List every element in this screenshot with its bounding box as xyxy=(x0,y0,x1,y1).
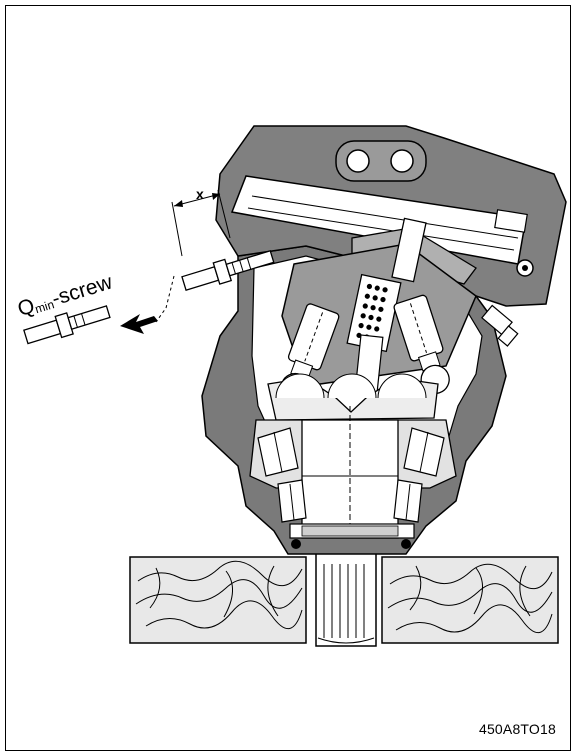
figure-code: 450A8TO18 xyxy=(478,721,556,737)
qmin-screw-installed xyxy=(181,250,275,291)
side-plug-right xyxy=(481,304,519,347)
dimension-x xyxy=(171,189,231,257)
wood-support-left xyxy=(129,556,307,644)
roller-bearing-lower-right xyxy=(393,479,423,523)
removal-path-line xyxy=(155,275,175,323)
dimension-x-label: x xyxy=(196,186,204,202)
motor-cross-section-diagram xyxy=(23,125,567,647)
output-shaft xyxy=(315,545,377,647)
removal-arrow xyxy=(120,314,158,334)
mounting-eye xyxy=(335,140,427,182)
center-pin xyxy=(346,217,427,394)
roller-bearing-upper-right xyxy=(403,427,445,477)
wood-support-right xyxy=(381,556,559,644)
piston-right xyxy=(393,294,450,395)
displacement-piston xyxy=(494,209,534,277)
roller-bearing-lower-left xyxy=(277,479,307,523)
roller-bearing-upper-left xyxy=(257,427,299,477)
figure-frame: Qmin-screw x 450A8TO18 xyxy=(5,5,571,751)
qmin-screw-removed xyxy=(23,305,111,345)
